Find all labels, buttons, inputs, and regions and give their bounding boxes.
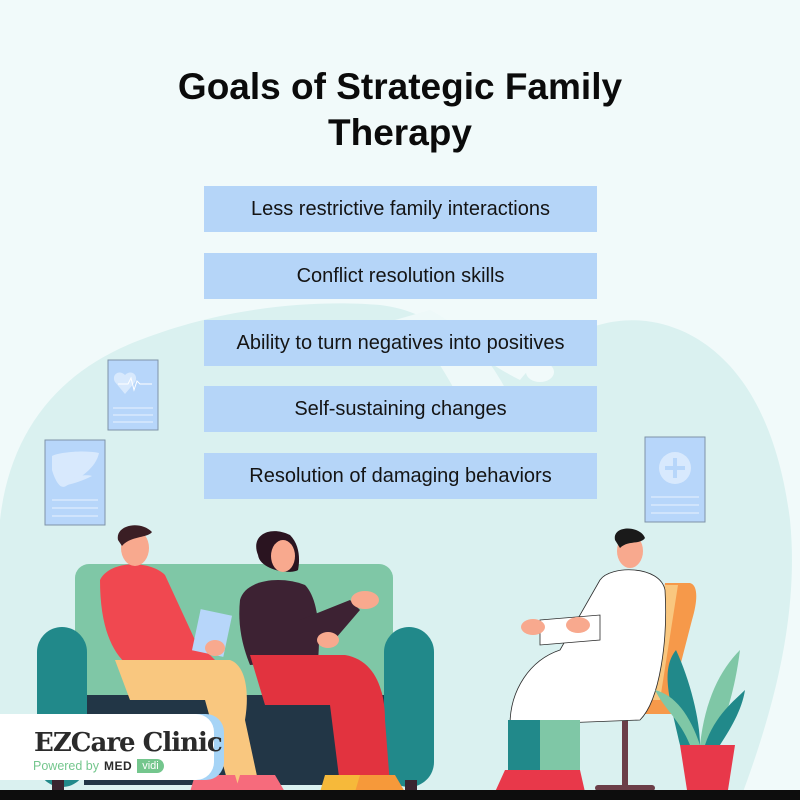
brand-logo-card	[0, 714, 214, 780]
goal-label: Ability to turn negatives into positives	[236, 331, 565, 354]
powered-by-label: Powered by	[33, 759, 100, 773]
potted-plant	[655, 650, 745, 790]
man-in-red-sweater	[100, 525, 285, 792]
goal-item: Less restrictive family interactions	[204, 186, 597, 232]
brand-logo-text: EZCare Clinic	[34, 728, 223, 758]
liver-document-icon	[44, 439, 106, 526]
heart-rate-document-icon	[107, 359, 159, 431]
woman-in-purple-sweater	[239, 531, 405, 792]
goal-item: Conflict resolution skills	[204, 253, 597, 299]
goal-label: Less restrictive family interactions	[251, 197, 550, 220]
goal-label: Conflict resolution skills	[296, 264, 505, 287]
goal-item: Resolution of damaging behaviors	[204, 453, 597, 499]
title-line-2: Therapy	[328, 112, 472, 153]
goal-label: Self-sustaining changes	[294, 397, 507, 420]
therapist-in-white-coat	[495, 528, 666, 792]
goal-item: Ability to turn negatives into positives	[204, 320, 597, 366]
partner-logo-med: MED	[104, 759, 133, 773]
partner-logo-vidi: vidi	[137, 759, 164, 773]
goal-label: Resolution of damaging behaviors	[249, 464, 552, 487]
page-title: Goals of Strategic Family Therapy	[0, 64, 800, 156]
bottom-border	[0, 790, 800, 800]
goal-item: Self-sustaining changes	[204, 386, 597, 432]
medical-cross-document-icon	[644, 436, 706, 523]
title-line-1: Goals of Strategic Family	[177, 66, 623, 107]
powered-by-line: Powered by MED vidi	[33, 759, 164, 773]
